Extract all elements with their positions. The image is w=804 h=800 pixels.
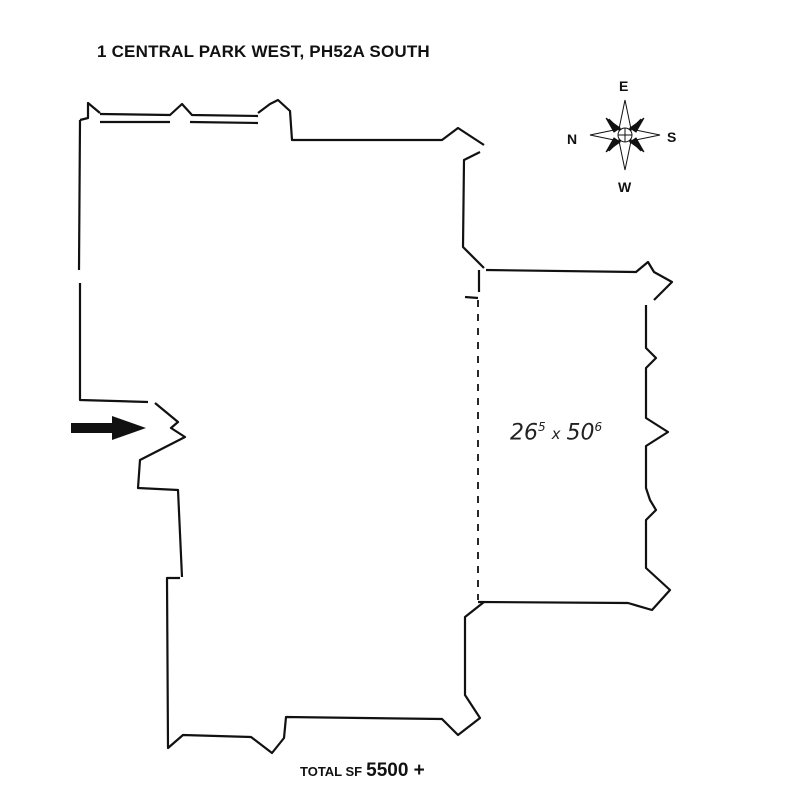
entry-arrow-icon: [71, 416, 146, 440]
compass-south-label: S: [667, 129, 677, 145]
width-value: 26: [510, 420, 538, 446]
plan-title: 1 CENTRAL PARK WEST, PH52A SOUTH: [97, 42, 430, 61]
width-inches: 5: [538, 420, 546, 434]
compass-west-label: W: [618, 179, 632, 195]
total-label: TOTAL SF: [300, 764, 363, 779]
walls: [77, 98, 674, 755]
length-inches: 6: [594, 420, 603, 434]
dimension-separator: x: [551, 425, 561, 444]
total-value: 5500 +: [366, 760, 425, 781]
compass-north-label: N: [567, 131, 578, 147]
compass-rose-icon: [589, 99, 661, 171]
length-value: 50: [566, 420, 595, 446]
compass-east-label: E: [619, 78, 629, 94]
